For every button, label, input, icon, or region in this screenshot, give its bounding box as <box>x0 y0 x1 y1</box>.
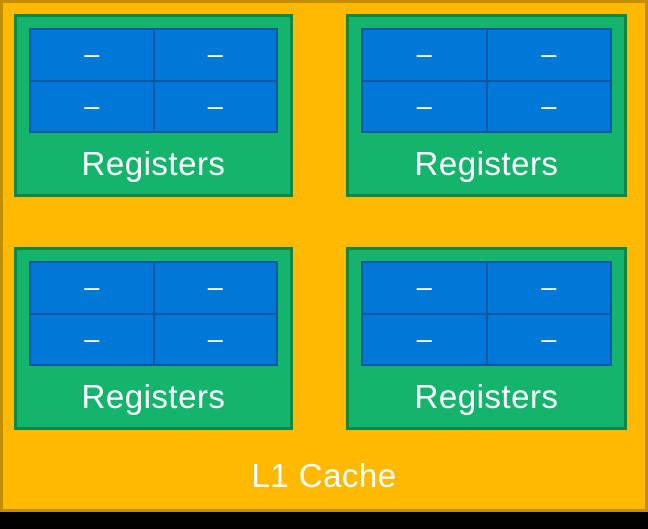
register-cell: – <box>31 30 153 80</box>
register-cell: – <box>31 263 153 313</box>
letterbox-bar <box>0 512 648 529</box>
register-cell-grid: – – – – <box>29 28 278 133</box>
register-cell: – <box>487 30 610 80</box>
register-cell-grid: – – – – <box>361 261 612 366</box>
l1-cache-panel: – – – – Registers – – – – Registers – <box>0 0 648 512</box>
register-cell: – <box>363 81 486 131</box>
register-cell: – <box>31 81 153 131</box>
register-box-bottom-right: – – – – Registers <box>346 247 627 430</box>
register-boxes-grid: – – – – Registers – – – – Registers – <box>14 14 627 430</box>
register-box-top-right: – – – – Registers <box>346 14 627 197</box>
l1-cache-label: L1 Cache <box>251 457 397 494</box>
register-cell: – <box>154 81 276 131</box>
register-box-label: Registers <box>414 377 559 415</box>
register-cell: – <box>154 314 276 364</box>
register-box-label: Registers <box>414 144 559 182</box>
register-cell-grid: – – – – <box>29 261 278 366</box>
register-cell: – <box>487 81 610 131</box>
register-cell: – <box>31 314 153 364</box>
register-cell: – <box>487 314 610 364</box>
register-box-bottom-left: – – – – Registers <box>14 247 293 430</box>
register-cell: – <box>154 30 276 80</box>
register-cell-grid: – – – – <box>361 28 612 133</box>
register-cell: – <box>154 263 276 313</box>
register-box-label: Registers <box>81 377 226 415</box>
register-cell: – <box>487 263 610 313</box>
register-box-top-left: – – – – Registers <box>14 14 293 197</box>
register-box-label: Registers <box>81 144 226 182</box>
register-cell: – <box>363 263 486 313</box>
register-cell: – <box>363 314 486 364</box>
register-cell: – <box>363 30 486 80</box>
